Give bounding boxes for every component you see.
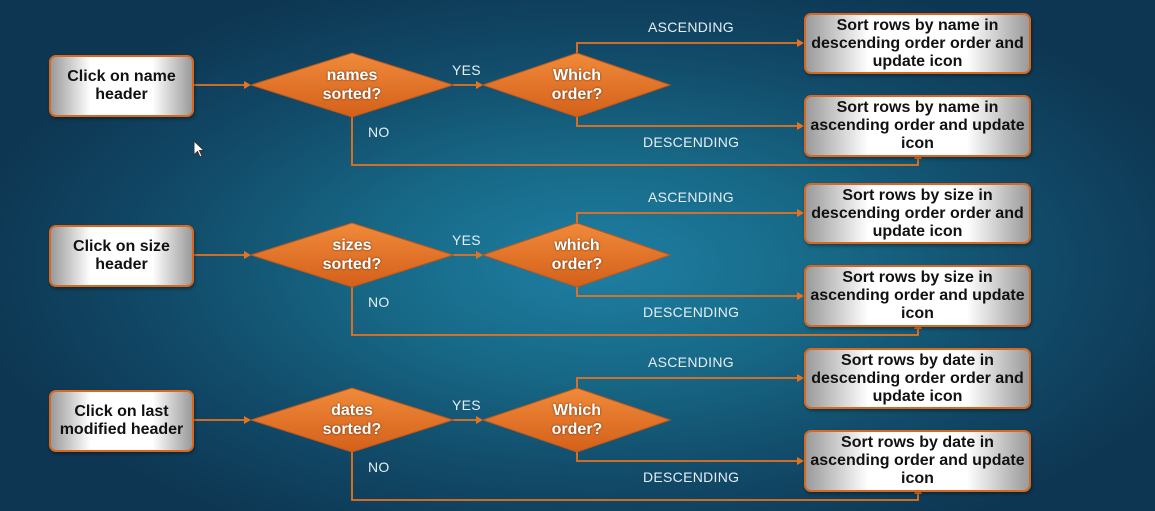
arrow-head <box>244 251 251 259</box>
arrow-head <box>797 374 804 382</box>
decision-diamond-order <box>481 52 672 118</box>
result-box-descending: Sort rows by name in ascending order and… <box>804 95 1031 157</box>
ascending-branch-line <box>576 42 797 53</box>
result-box-descending: Sort rows by size in ascending order and… <box>804 265 1031 327</box>
decision-label-order: which order? <box>517 236 637 274</box>
result-box-descending: Sort rows by date in ascending order and… <box>804 430 1031 492</box>
descending-label: DESCENDING <box>643 134 740 150</box>
decision-label-line: which <box>554 237 600 254</box>
arrow-head <box>797 39 804 47</box>
yes-label: YES <box>452 232 481 248</box>
arrow-head <box>244 81 251 89</box>
decision-diamond-sorted <box>249 222 455 288</box>
start-box: Click on last modified header <box>49 390 194 452</box>
start-box: Click on name header <box>49 55 194 117</box>
arrow-head <box>797 292 804 300</box>
mouse-pointer-icon <box>193 140 206 158</box>
arrow-head <box>797 209 804 217</box>
descending-branch-line <box>576 117 797 127</box>
decision-label-order: Which order? <box>517 401 637 439</box>
decision-label-line: Which <box>553 402 601 419</box>
arrow-head <box>797 122 804 130</box>
yes-label: YES <box>452 397 481 413</box>
no-branch-line <box>351 117 919 166</box>
decision-label-line: Which <box>553 67 601 84</box>
arrow-head <box>476 416 483 424</box>
no-label: NO <box>368 294 390 310</box>
decision-diamond-order <box>481 387 672 453</box>
decision-label-line: sorted? <box>322 86 382 103</box>
start-box: Click on size header <box>49 225 194 287</box>
decision-label-line: dates <box>331 402 373 419</box>
decision-diamond-sorted <box>249 52 455 118</box>
decision-label-line: sizes <box>332 237 372 254</box>
ascending-label: ASCENDING <box>648 354 734 370</box>
no-branch-line <box>351 452 919 501</box>
decision-label-order: Which order? <box>517 66 637 104</box>
no-label: NO <box>368 124 390 140</box>
result-box-ascending: Sort rows by size in descending order or… <box>804 183 1031 244</box>
decision-label-line: order? <box>551 256 603 273</box>
arrow-head <box>476 81 483 89</box>
decision-label-sorted: sizes sorted? <box>292 236 412 274</box>
decision-diamond-order <box>481 222 672 288</box>
descending-branch-line <box>576 452 797 462</box>
descending-branch-line <box>576 287 797 297</box>
ascending-branch-line <box>576 212 797 223</box>
descending-label: DESCENDING <box>643 469 740 485</box>
decision-label-line: order? <box>551 86 603 103</box>
decision-label-line: order? <box>551 421 603 438</box>
arrow-head <box>476 251 483 259</box>
decision-label-sorted: names sorted? <box>292 66 412 104</box>
decision-label-line: sorted? <box>322 256 382 273</box>
no-branch-line <box>351 287 919 336</box>
yes-label: YES <box>452 62 481 78</box>
ascending-label: ASCENDING <box>648 19 734 35</box>
decision-label-line: names <box>326 67 378 84</box>
decision-label-sorted: dates sorted? <box>292 401 412 439</box>
result-box-ascending: Sort rows by name in descending order or… <box>804 13 1031 74</box>
no-label: NO <box>368 459 390 475</box>
decision-diamond-sorted <box>249 387 455 453</box>
ascending-label: ASCENDING <box>648 189 734 205</box>
result-box-ascending: Sort rows by date in descending order or… <box>804 348 1031 409</box>
decision-label-line: sorted? <box>322 421 382 438</box>
arrow-head <box>797 457 804 465</box>
descending-label: DESCENDING <box>643 304 740 320</box>
arrow-head <box>244 416 251 424</box>
ascending-branch-line <box>576 377 797 388</box>
